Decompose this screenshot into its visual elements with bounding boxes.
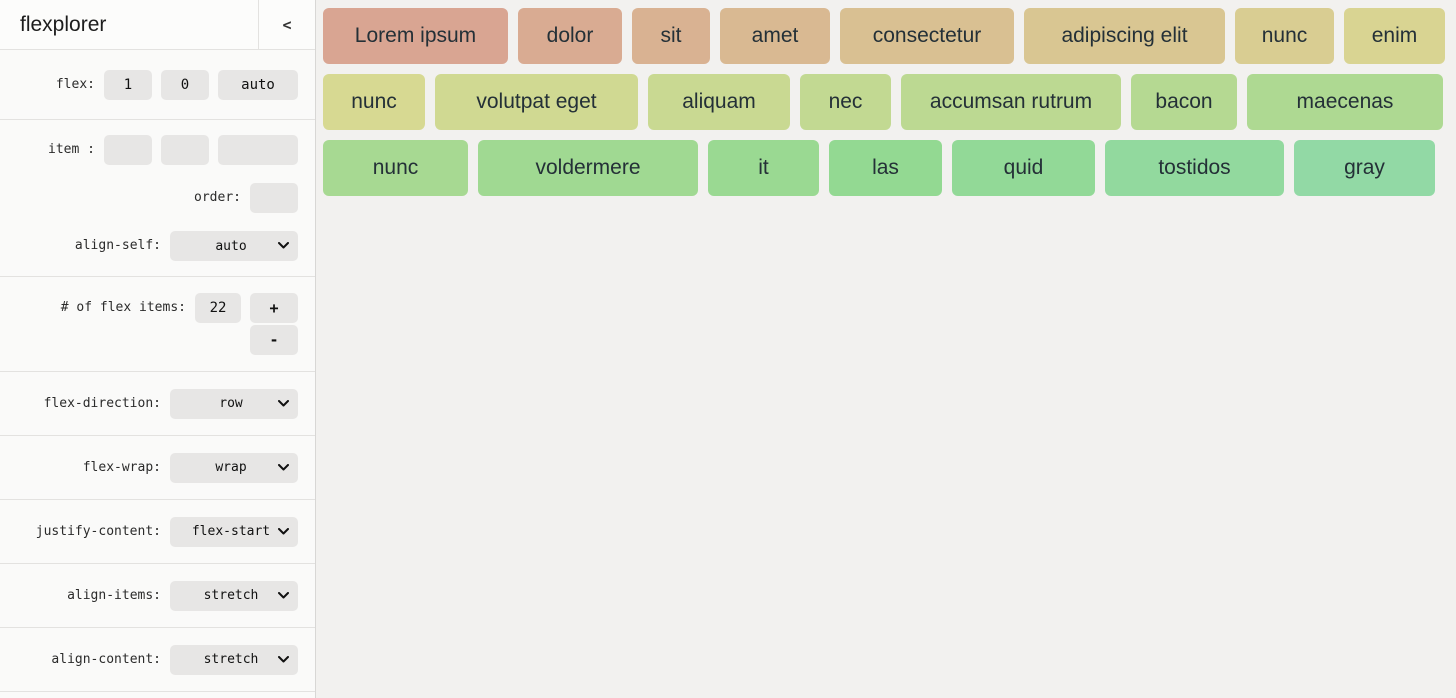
flex-item: aliquam xyxy=(648,74,790,130)
chevron-down-icon xyxy=(278,591,289,598)
align-self-value: auto xyxy=(215,238,247,254)
flex-item: quid xyxy=(952,140,1095,196)
flex-item: maecenas xyxy=(1247,74,1443,130)
flex-item: consectetur xyxy=(840,8,1014,64)
flex-item: adipiscing elit xyxy=(1024,8,1225,64)
align-self-row: align-self: auto xyxy=(0,231,315,261)
flex-direction-label: flex-direction: xyxy=(43,395,161,411)
flex-item: nec xyxy=(800,74,891,130)
align-items-label: align-items: xyxy=(67,587,161,603)
item-flex-shrink-input[interactable] xyxy=(161,135,209,165)
justify-content-label: justify-content: xyxy=(35,523,161,539)
chevron-down-icon xyxy=(278,655,289,662)
justify-content-row: justify-content: flex-start xyxy=(0,516,315,547)
flex-wrap-label: flex-wrap: xyxy=(82,459,161,475)
flex-item: nunc xyxy=(323,140,468,196)
align-items-row: align-items: stretch xyxy=(0,580,315,611)
item-label: item : xyxy=(48,142,95,157)
section-item-settings: item : order: align-self: auto xyxy=(0,120,315,277)
flex-direction-value: row xyxy=(219,396,243,411)
section-flex-wrap: flex-wrap: wrap xyxy=(0,436,315,500)
flex-label: flex: xyxy=(55,76,95,92)
section-flex-shorthand: flex: xyxy=(0,50,315,120)
flex-shorthand-row: flex: xyxy=(0,69,315,100)
chevron-down-icon xyxy=(278,527,289,534)
flex-item: it xyxy=(708,140,819,196)
flex-item: voldermere xyxy=(478,140,698,196)
align-self-label: align-self: xyxy=(74,238,161,253)
remove-item-button[interactable]: - xyxy=(250,325,298,355)
flex-item: Lorem ipsum xyxy=(323,8,508,64)
collapse-sidebar-button[interactable]: < xyxy=(258,0,315,49)
item-count-stepper: + - xyxy=(250,293,298,355)
align-content-select[interactable]: stretch xyxy=(170,644,298,675)
item-flex-basis-input[interactable] xyxy=(218,135,298,165)
flex-wrap-row: flex-wrap: wrap xyxy=(0,452,315,483)
section-align-content: align-content: stretch xyxy=(0,628,315,692)
flex-item: amet xyxy=(720,8,830,64)
item-count-row: # of flex items: + - xyxy=(0,293,315,355)
align-content-value: stretch xyxy=(203,652,259,667)
flex-item: nunc xyxy=(1235,8,1334,64)
flex-item: enim xyxy=(1344,8,1445,64)
align-content-label: align-content: xyxy=(51,651,161,667)
chevron-down-icon xyxy=(278,242,289,249)
flex-item: volutpat eget xyxy=(435,74,638,130)
justify-content-select[interactable]: flex-start xyxy=(170,516,298,547)
app-title: flexplorer xyxy=(20,12,107,36)
align-self-select[interactable]: auto xyxy=(170,231,298,261)
flex-item: sit xyxy=(632,8,710,64)
flex-item: accumsan rutrum xyxy=(901,74,1121,130)
chevron-down-icon xyxy=(278,463,289,470)
flex-item: bacon xyxy=(1131,74,1237,130)
flex-direction-row: flex-direction: row xyxy=(0,388,315,419)
sidebar-header: flexplorer < xyxy=(0,0,315,50)
section-flex-direction: flex-direction: row xyxy=(0,372,315,436)
flex-shrink-input[interactable] xyxy=(161,69,209,100)
justify-content-value: flex-start xyxy=(191,524,271,539)
flex-basis-input[interactable] xyxy=(218,69,298,100)
flex-wrap-select[interactable]: wrap xyxy=(170,452,298,483)
section-align-items: align-items: stretch xyxy=(0,564,315,628)
section-item-count: # of flex items: + - xyxy=(0,277,315,372)
item-count-input[interactable] xyxy=(195,293,241,323)
order-input[interactable] xyxy=(250,183,298,213)
flex-item: gray xyxy=(1294,140,1435,196)
align-items-select[interactable]: stretch xyxy=(170,580,298,611)
order-label: order: xyxy=(194,190,241,205)
flex-item: dolor xyxy=(518,8,622,64)
flex-item: nunc xyxy=(323,74,425,130)
flex-wrap-value: wrap xyxy=(215,460,247,475)
align-content-row: align-content: stretch xyxy=(0,644,315,675)
flex-item: las xyxy=(829,140,942,196)
order-row: order: xyxy=(0,183,315,213)
chevron-left-icon: < xyxy=(282,15,292,34)
flex-direction-select[interactable]: row xyxy=(170,388,298,419)
flex-item: tostidos xyxy=(1105,140,1284,196)
align-items-value: stretch xyxy=(203,588,259,603)
add-item-button[interactable]: + xyxy=(250,293,298,323)
item-flex-grow-input[interactable] xyxy=(104,135,152,165)
flex-grow-input[interactable] xyxy=(104,69,152,100)
item-flex-row: item : xyxy=(0,135,315,165)
chevron-down-icon xyxy=(278,399,289,406)
item-count-label: # of flex items: xyxy=(60,300,186,315)
section-justify-content: justify-content: flex-start xyxy=(0,500,315,564)
sidebar: flexplorer < flex: item : order: align-s… xyxy=(0,0,316,698)
